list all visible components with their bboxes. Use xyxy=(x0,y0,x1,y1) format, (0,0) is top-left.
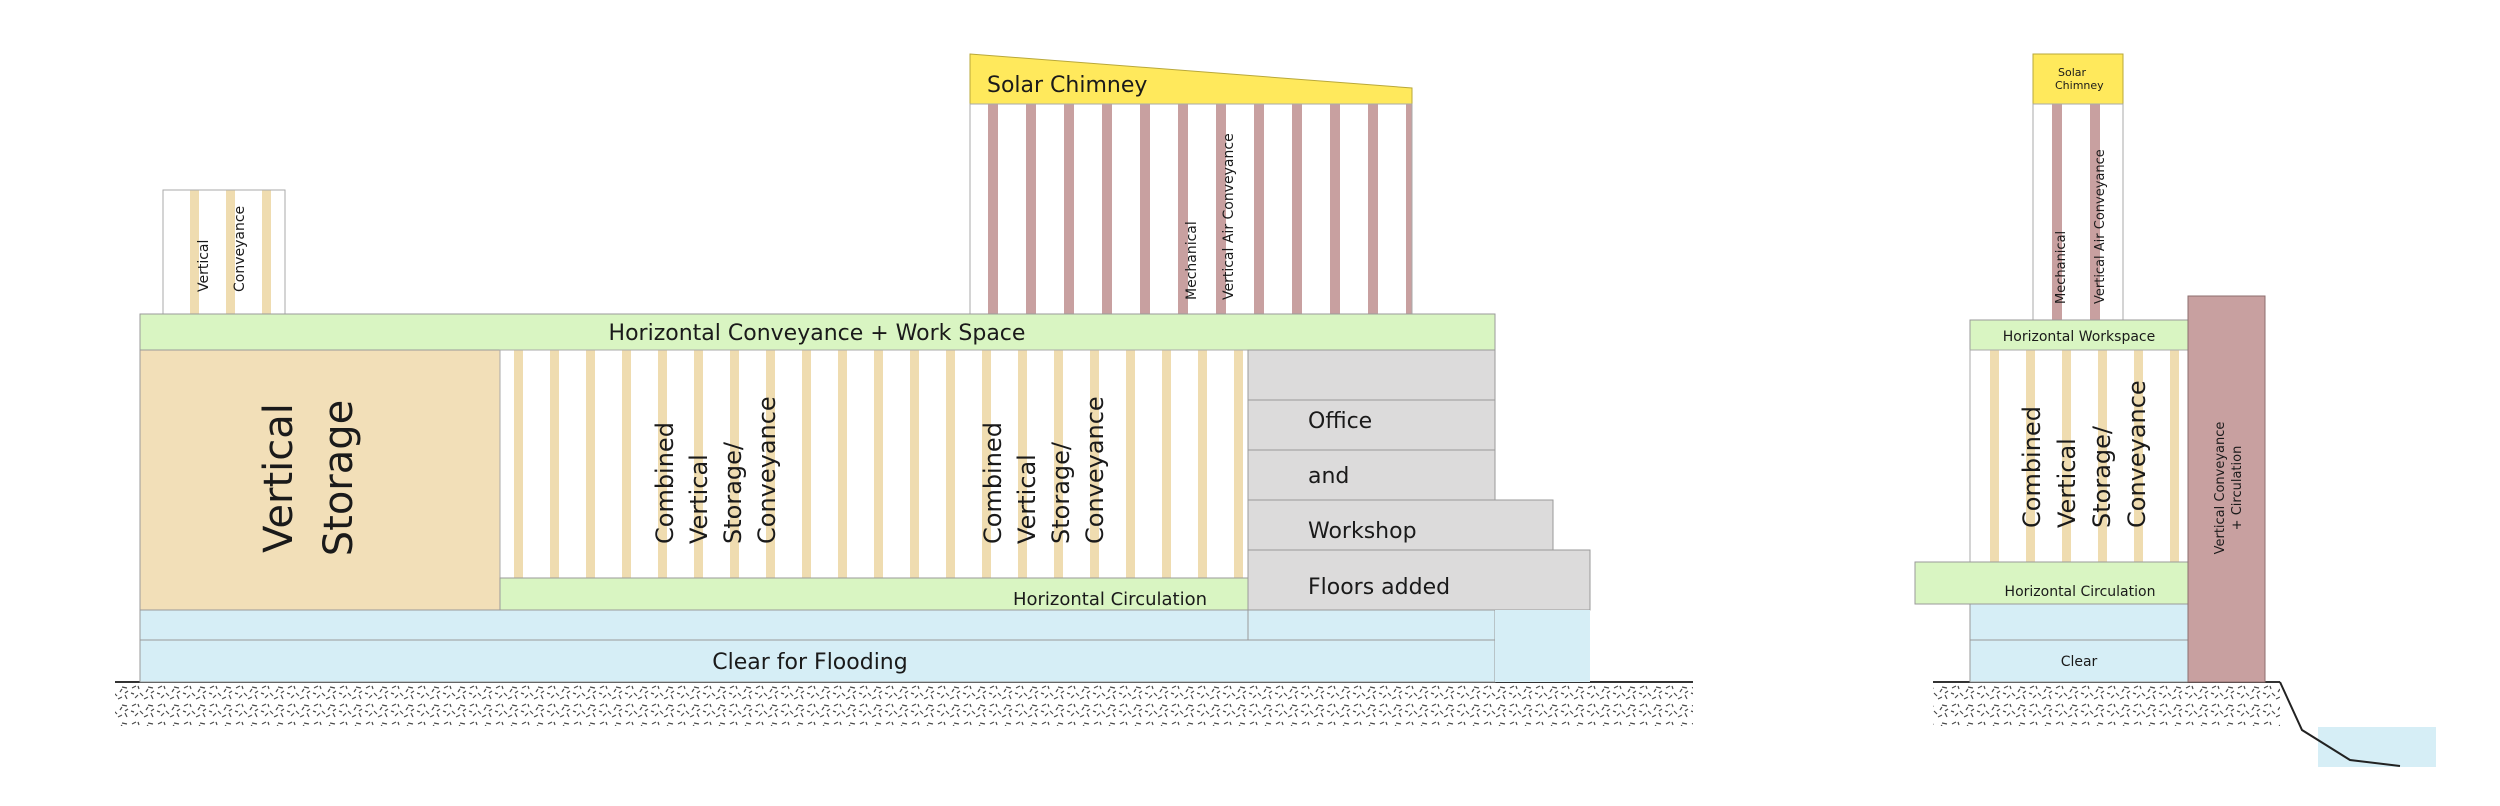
right-workspace-label: Horizontal Workspace xyxy=(2003,329,2155,345)
combined-b-line-2: Vertical xyxy=(1013,454,1041,544)
floor-step-4 xyxy=(1247,499,1554,551)
right-solar-chimney xyxy=(2032,53,2124,105)
work-band-label: Horizontal Conveyance + Work Space xyxy=(609,321,1026,346)
right-combined-storage xyxy=(1969,349,2189,563)
floors-label-workshop: Workshop xyxy=(1308,519,1417,544)
floor-step-3 xyxy=(1247,449,1496,501)
small-tower-label-2: Conveyance xyxy=(232,206,248,292)
chimney-label-mechanical: Mechanical xyxy=(1184,221,1200,300)
vertical-storage xyxy=(139,349,501,611)
right-solar-chimney-label-2: Chimney xyxy=(2055,79,2104,92)
small-tower xyxy=(162,189,286,315)
right-combined-line-1: Combined xyxy=(2018,406,2046,528)
small-tower-label-1: Vertical xyxy=(196,240,212,292)
horizontal-circulation-label: Horizontal Circulation xyxy=(1013,589,1207,610)
horizontal-circulation xyxy=(499,577,1249,611)
floors-label-added: Floors added xyxy=(1308,575,1450,600)
floors-label-and: and xyxy=(1308,464,1349,489)
combined-a-line-3: Storage/ xyxy=(719,441,747,544)
right-tower-label-1: Vertical Conveyance xyxy=(2213,422,2228,555)
right-combined-line-4: Conveyance xyxy=(2123,380,2151,528)
chimney-label-air: Vertical Air Conveyance xyxy=(1221,133,1237,300)
floor-step-5 xyxy=(1247,549,1591,611)
flood-zone-lower xyxy=(139,639,1496,683)
right-combined-line-2: Vertical xyxy=(2053,438,2081,528)
right-combined-line-3: Storage/ xyxy=(2088,425,2116,528)
vertical-storage-label-2: Storage xyxy=(316,400,362,557)
right-workspace xyxy=(1969,319,2189,351)
work-band xyxy=(139,313,1496,351)
right-ground-gravel xyxy=(1933,682,2280,726)
combined-a-line-2: Vertical xyxy=(685,454,713,544)
right-clear-upper xyxy=(1969,603,2189,641)
combined-b-line-3: Storage/ xyxy=(1047,441,1075,544)
solar-chimney-label: Solar Chimney xyxy=(987,73,1147,98)
right-circulation xyxy=(1914,561,2189,605)
flood-zone-upper xyxy=(139,609,1496,641)
right-solar-chimney-label-1: Solar xyxy=(2058,66,2087,79)
flood-zone-extension xyxy=(1495,610,1590,682)
right-chimney-label-mechanical: Mechanical xyxy=(2054,231,2069,304)
right-circulation-label: Horizontal Circulation xyxy=(2005,584,2156,600)
right-chimney-label-air: Vertical Air Conveyance xyxy=(2093,149,2108,304)
bank-slope xyxy=(2279,681,2401,767)
right-tower-label-2: + Circulation xyxy=(2230,446,2245,531)
right-clear-lower xyxy=(1969,639,2189,683)
floors-label-office: Office xyxy=(1308,409,1372,434)
left-section: Vertical Conveyance Solar Chimney Mechan… xyxy=(115,53,1693,726)
water xyxy=(2318,727,2436,767)
combined-b-line-4: Conveyance xyxy=(1081,396,1109,544)
combined-a-line-4: Conveyance xyxy=(753,396,781,544)
right-section: Solar Chimney Mechanical Vertical Air Co… xyxy=(1914,53,2436,767)
chimney-tubes xyxy=(969,103,1413,315)
right-conveyance-tower xyxy=(2187,295,2266,683)
combined-storage-area xyxy=(499,349,1249,579)
flood-label: Clear for Flooding xyxy=(712,650,907,675)
floor-step-1 xyxy=(1247,349,1496,401)
combined-b-line-1: Combined xyxy=(979,422,1007,544)
right-chimney-tubes xyxy=(2032,103,2124,321)
combined-a-line-1: Combined xyxy=(651,422,679,544)
ground-gravel xyxy=(115,682,1693,726)
vertical-storage-label-1: Vertical xyxy=(256,403,302,553)
right-clear-label: Clear xyxy=(2061,654,2098,670)
floor-step-2 xyxy=(1247,399,1496,451)
